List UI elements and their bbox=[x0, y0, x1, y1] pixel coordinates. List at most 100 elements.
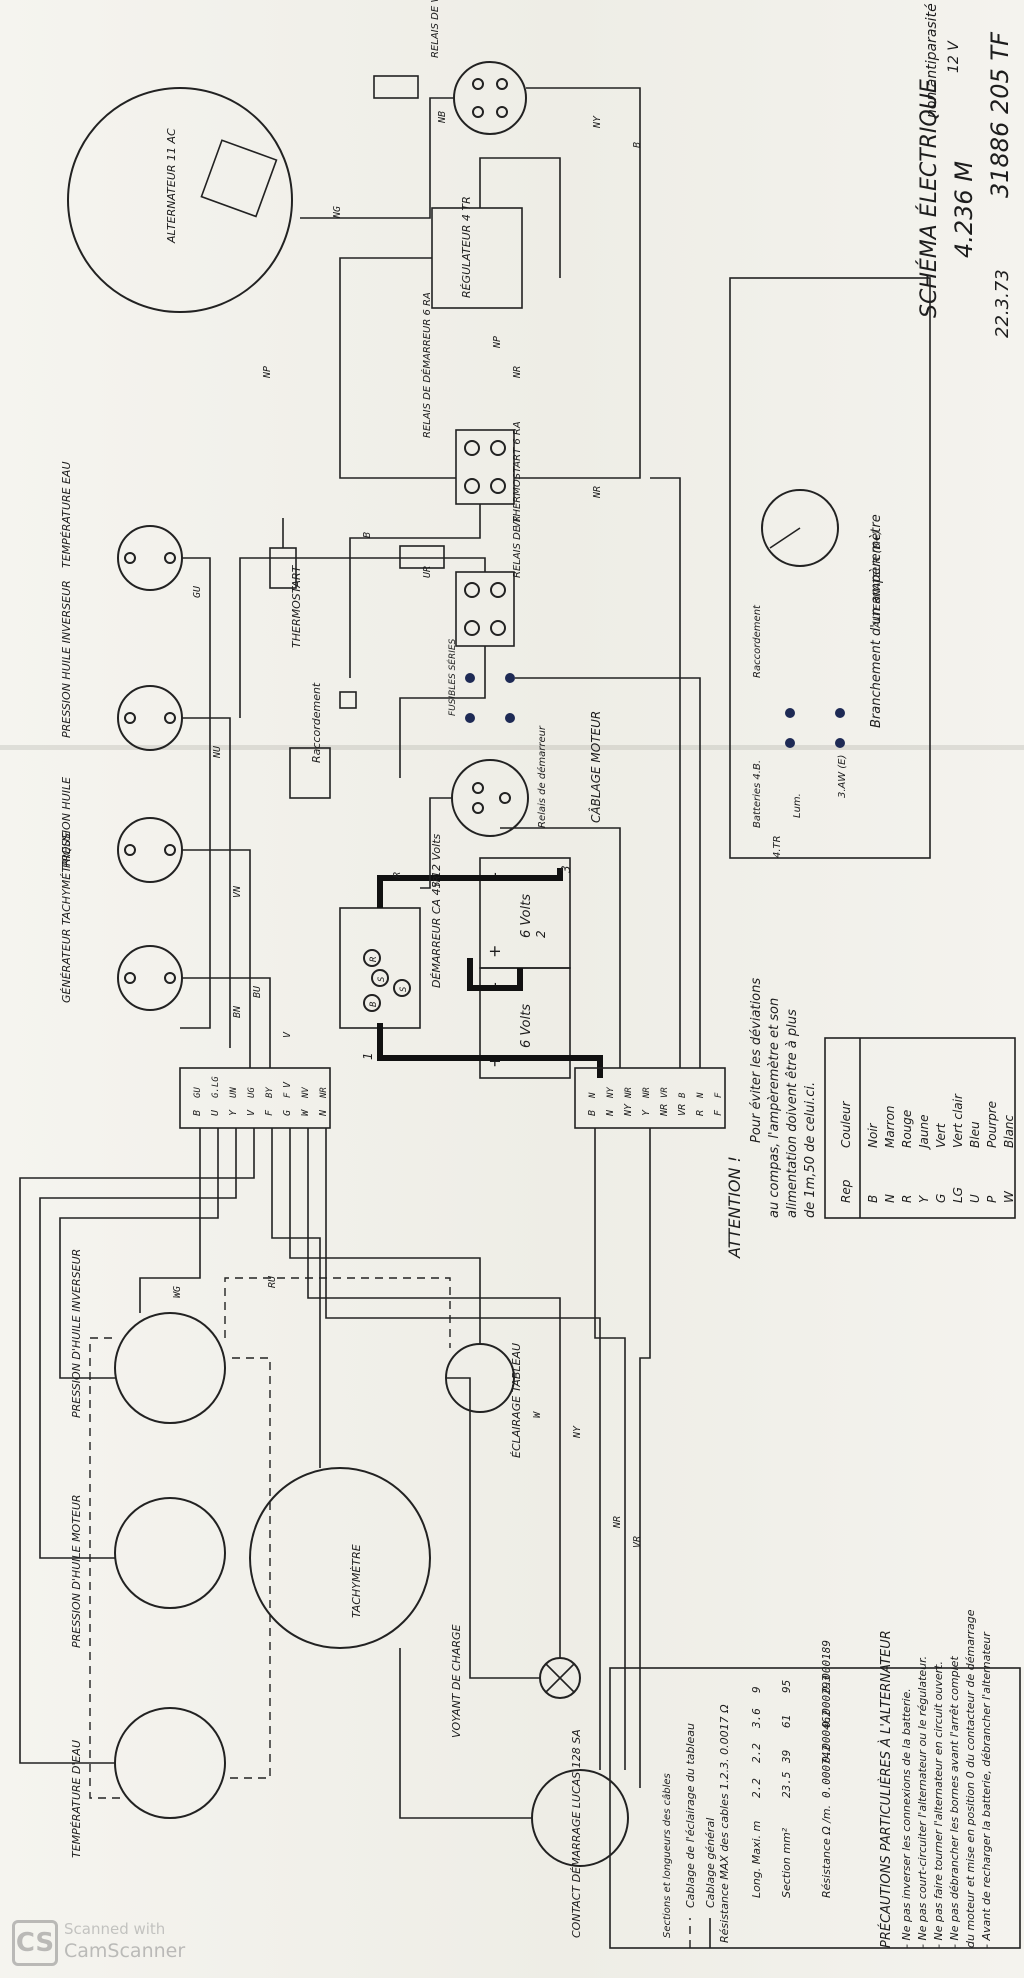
eclairage-tableau: ÉCLAIRAGE TABLEAU bbox=[445, 1343, 523, 1458]
pression-inverseur-label: PRESSION D'HUILE INVERSEUR bbox=[70, 1249, 83, 1418]
strip-l-3: V bbox=[246, 1109, 257, 1116]
relais-demarreur-box bbox=[455, 429, 515, 505]
color-code-table: Rep Couleur B Noir N Marron R Rouge Y Ja… bbox=[824, 1037, 1016, 1219]
legend-solid: Cablage général bbox=[704, 1818, 717, 1908]
wire bbox=[300, 97, 454, 219]
wire-label: V bbox=[282, 1031, 293, 1038]
color-rep-2: R bbox=[900, 1195, 914, 1203]
wire-label: R bbox=[392, 872, 403, 878]
terminal-dot bbox=[472, 782, 484, 794]
wire-label: VR bbox=[512, 516, 523, 528]
fuse-dot bbox=[505, 673, 515, 683]
wire bbox=[271, 1128, 321, 1468]
terminal-dot bbox=[464, 582, 480, 598]
color-header-rep: Rep bbox=[839, 1179, 853, 1203]
ammetre-box: CÂBLAGE MOTEUR Branchement d'un ampèremè… bbox=[588, 277, 931, 859]
demarreur: B S R S DÉMARREUR CA 45.12 Volts bbox=[339, 833, 443, 1029]
ammetre-frame bbox=[729, 277, 931, 859]
fuse-dot bbox=[835, 738, 845, 748]
attention-line-2: au compas, l'ampèremètre et son bbox=[767, 998, 782, 1218]
strip-l-0: B bbox=[192, 1110, 203, 1116]
gauge-generateur: GÉNÉRATEUR TACHYMÉTRIQUE bbox=[60, 831, 183, 1011]
watermark-line-1: Scanned with bbox=[64, 1920, 166, 1938]
relais-de-demarreur-label: Relais de démarreur bbox=[536, 725, 548, 828]
resistance-frame bbox=[609, 1667, 1021, 1949]
regulateur-box bbox=[431, 207, 523, 309]
color-name-7: Pourpre bbox=[985, 1101, 999, 1148]
precaution-3: - Ne pas débrancher les bornes avant l'a… bbox=[948, 1656, 961, 1948]
battery-cable-2 bbox=[467, 958, 523, 991]
strip-rm-4: VR bbox=[660, 1087, 670, 1098]
fuse-dot bbox=[785, 738, 795, 748]
alternateur-bridge bbox=[200, 139, 278, 218]
relais-de-demarreur: Relais de démarreur bbox=[451, 725, 548, 837]
terminal-dot bbox=[472, 78, 484, 90]
fuse-dot bbox=[835, 708, 845, 718]
ammetre-gauge bbox=[761, 489, 839, 567]
color-name-6: Bleu bbox=[968, 1121, 982, 1148]
precaution-4: du moteur et mise en position 0 du conta… bbox=[964, 1609, 977, 1948]
gauge-circle bbox=[117, 525, 183, 591]
terminal-dot bbox=[164, 972, 176, 984]
res-3-2: 0.000189 bbox=[820, 1640, 833, 1693]
starter-term bbox=[363, 994, 381, 1012]
color-rep-3: Y bbox=[917, 1194, 931, 1203]
strip-rm-7: F bbox=[714, 1092, 724, 1098]
contact-demarrage-label: CONTACT DÉMARRAGE LUCAS 128 SA bbox=[570, 1729, 583, 1938]
wire bbox=[420, 797, 452, 889]
res-1-0: 2.2 bbox=[750, 1743, 763, 1763]
fuse-dot bbox=[465, 713, 475, 723]
wire-label: V bbox=[282, 1081, 293, 1088]
wire-label: UR bbox=[422, 566, 433, 578]
gauge-circle bbox=[117, 817, 183, 883]
strip-r-6: R bbox=[695, 1110, 706, 1116]
color-name-5: Vert clair bbox=[951, 1093, 965, 1148]
res-3-1: 95 bbox=[780, 1680, 793, 1693]
starter-term bbox=[393, 979, 411, 997]
raccordement-label: Raccordement bbox=[310, 682, 323, 763]
starter-term-s: S bbox=[377, 976, 387, 982]
wire-labels: NB NY B NG NP NR NR B UR GU NU VN BU BN … bbox=[172, 111, 643, 1548]
wire-label: NP bbox=[492, 336, 503, 349]
wire-label: NG bbox=[332, 206, 343, 219]
color-name-1: Marron bbox=[883, 1105, 897, 1148]
color-name-3: Jaune bbox=[917, 1115, 931, 1151]
wire-label: BN bbox=[232, 1005, 243, 1018]
color-name-4: Vert bbox=[934, 1122, 948, 1148]
color-rep-6: U bbox=[968, 1194, 982, 1203]
wire bbox=[289, 1128, 481, 1344]
strip-rm-0: N bbox=[588, 1092, 598, 1099]
lamp-x bbox=[545, 1663, 575, 1693]
attention-line-4: de 1m,50 de celui.ci. bbox=[803, 1082, 818, 1218]
wire-label: RU bbox=[267, 1275, 278, 1288]
strip-l-1: U bbox=[210, 1109, 221, 1116]
relais-voyant-circle bbox=[453, 61, 527, 135]
terminal-dot bbox=[124, 552, 136, 564]
strip-r-2: NY bbox=[623, 1103, 634, 1117]
wire-label: NY bbox=[592, 115, 603, 129]
contact-demarrage: CONTACT DÉMARRAGE LUCAS 128 SA bbox=[531, 1729, 629, 1938]
strip-lm-4: BY bbox=[265, 1087, 275, 1098]
wire-label: NR bbox=[612, 1516, 623, 1529]
paper-fold-line bbox=[0, 745, 1024, 750]
wire-label: B bbox=[632, 142, 643, 148]
terminal-dot bbox=[124, 972, 136, 984]
fuse-holder-top bbox=[373, 75, 419, 99]
title-sub: non antiparasité bbox=[924, 3, 940, 118]
title-date: 22.3.73 bbox=[992, 269, 1013, 338]
ammetre-alt: ALTERNATEUR (B+) bbox=[872, 530, 883, 629]
fuse-holder-mid bbox=[399, 545, 445, 569]
temperature-top-label: TEMPÉRATURE EAU bbox=[60, 462, 73, 569]
wire-label: NR bbox=[512, 366, 523, 379]
relais-circle bbox=[451, 759, 529, 837]
raccordement-box bbox=[339, 691, 357, 709]
terminal-dot bbox=[496, 106, 508, 118]
gauge-circle bbox=[117, 685, 183, 751]
gauge-pression-inverseur-top: PRESSION HUILE INVERSEUR bbox=[60, 580, 183, 751]
precaution-2: - Ne pas faire tourner l'alternateur en … bbox=[932, 1661, 945, 1948]
gauge-temperature-top: TEMPÉRATURE EAU bbox=[60, 462, 183, 591]
wire-label: NY bbox=[572, 1425, 583, 1439]
starter-num-1: 1 bbox=[361, 1052, 375, 1060]
terminal-dot bbox=[124, 844, 136, 856]
wire bbox=[39, 1128, 237, 1559]
